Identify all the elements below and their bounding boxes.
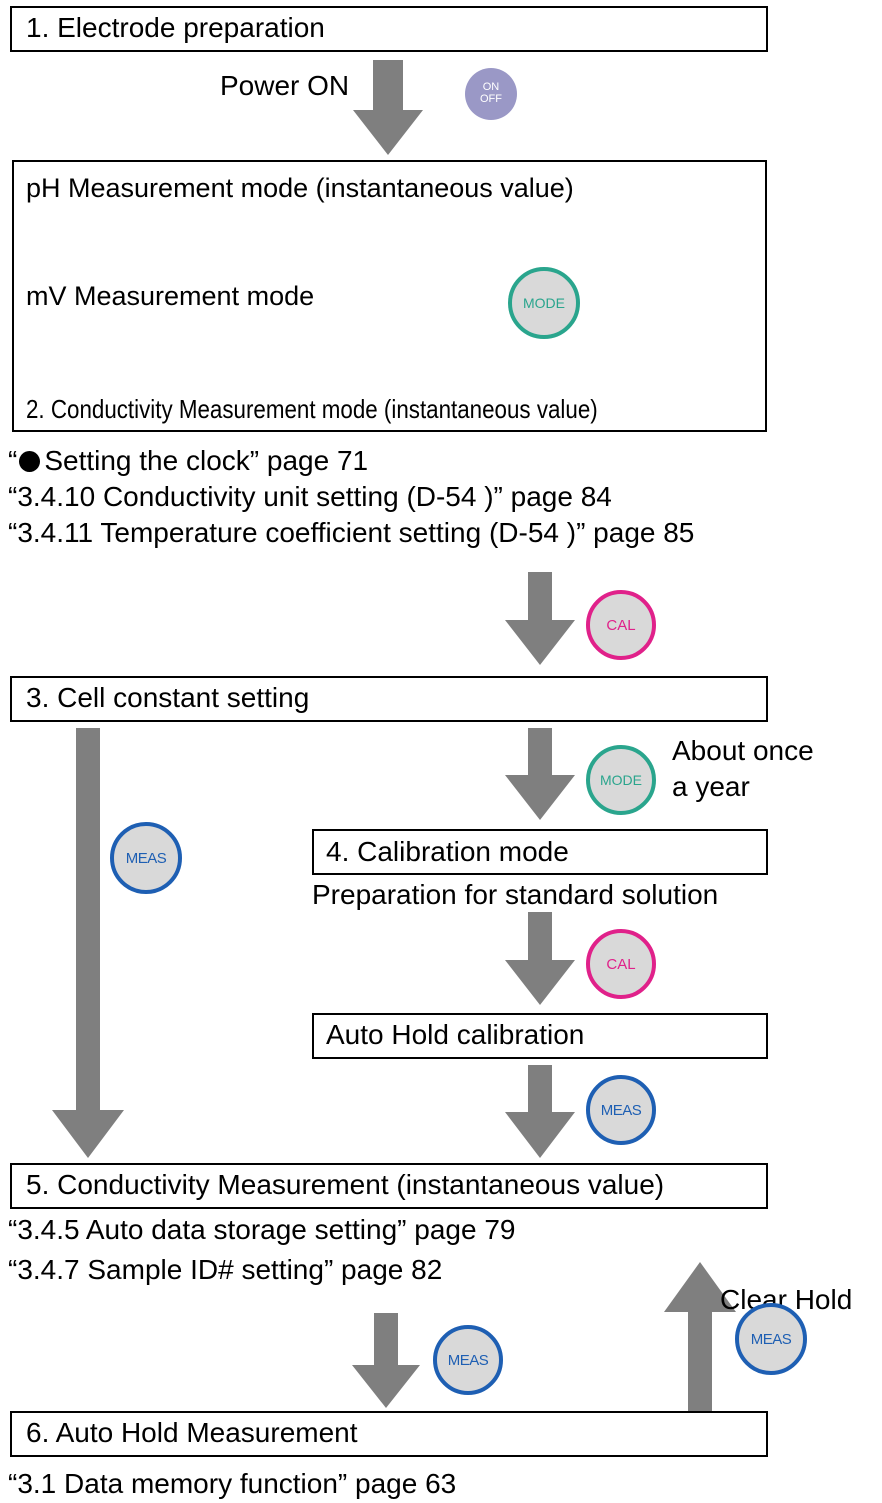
ph-mode-label: pH Measurement mode (instantaneous value…	[26, 173, 574, 203]
on-text: ON	[482, 81, 500, 94]
about-once-label: About once	[672, 735, 814, 766]
ref-3-1: “3.1 Data memory function” page 63	[8, 1468, 457, 1499]
step-3-label: 3. Cell constant setting	[26, 682, 310, 713]
arrow-to-autohold-meas	[352, 1313, 420, 1408]
step-6-box	[10, 1411, 768, 1457]
step-1-label: 1. Electrode preparation	[26, 12, 325, 43]
ref-clock-text: Setting the clock” page 71	[44, 445, 369, 476]
bullet-icon	[19, 451, 41, 472]
step-3-box	[10, 676, 768, 722]
step-5-box	[10, 1163, 768, 1209]
arrow-to-cell-constant	[505, 572, 575, 665]
step-6-label: 6. Auto Hold Measurement	[26, 1417, 358, 1448]
step-2-label: 2. Conductivity Measurement mode (instan…	[26, 394, 598, 424]
arrow-power-on	[353, 60, 423, 155]
cal-button-icon: CAL	[586, 590, 656, 660]
mode-button-icon: MODE	[586, 745, 656, 815]
power-on-label: Power ON	[220, 70, 350, 101]
step-5-label: 5. Conductivity Measurement (instantaneo…	[26, 1169, 665, 1200]
arrow-to-conductivity-meas	[505, 1065, 575, 1158]
step-4-box	[312, 829, 768, 875]
meas-button-icon: MEAS	[110, 822, 182, 894]
meas-button-icon: MEAS	[735, 1303, 807, 1375]
ref-3-4-10: “3.4.10 Conductivity unit setting (D-54 …	[8, 481, 612, 512]
autohold-calibration-label: Auto Hold calibration	[326, 1019, 585, 1050]
preparation-label: Preparation for standard solution	[312, 879, 719, 910]
mv-mode-label: mV Measurement mode	[26, 281, 315, 311]
autohold-calibration-box	[312, 1013, 768, 1059]
arrow-clear-hold	[664, 1262, 736, 1445]
ref-3-4-7: “3.4.7 Sample ID# setting” page 82	[8, 1254, 443, 1285]
ref-clock: “ Setting the clock” page 71	[8, 447, 368, 475]
ref-3-4-5: “3.4.5 Auto data storage setting” page 7…	[8, 1214, 516, 1245]
off-text: OFF	[480, 93, 502, 105]
ref-clock-quote: “	[8, 445, 18, 476]
arrow-to-autohold-cal	[505, 912, 575, 1005]
arrow-skip-to-meas	[52, 728, 124, 1158]
a-year-label: a year	[672, 771, 750, 802]
cal-button-icon: CAL	[586, 929, 656, 999]
meas-button-icon: MEAS	[433, 1325, 503, 1395]
mode-button-icon: MODE	[508, 267, 580, 339]
meas-button-icon: MEAS	[586, 1075, 656, 1145]
ref-3-4-11: “3.4.11 Temperature coefficient setting …	[8, 517, 695, 548]
arrow-to-calibration	[505, 728, 575, 820]
step-4-label: 4. Calibration mode	[326, 836, 569, 867]
step-1-box	[10, 6, 768, 52]
mode-group-box	[12, 160, 767, 432]
